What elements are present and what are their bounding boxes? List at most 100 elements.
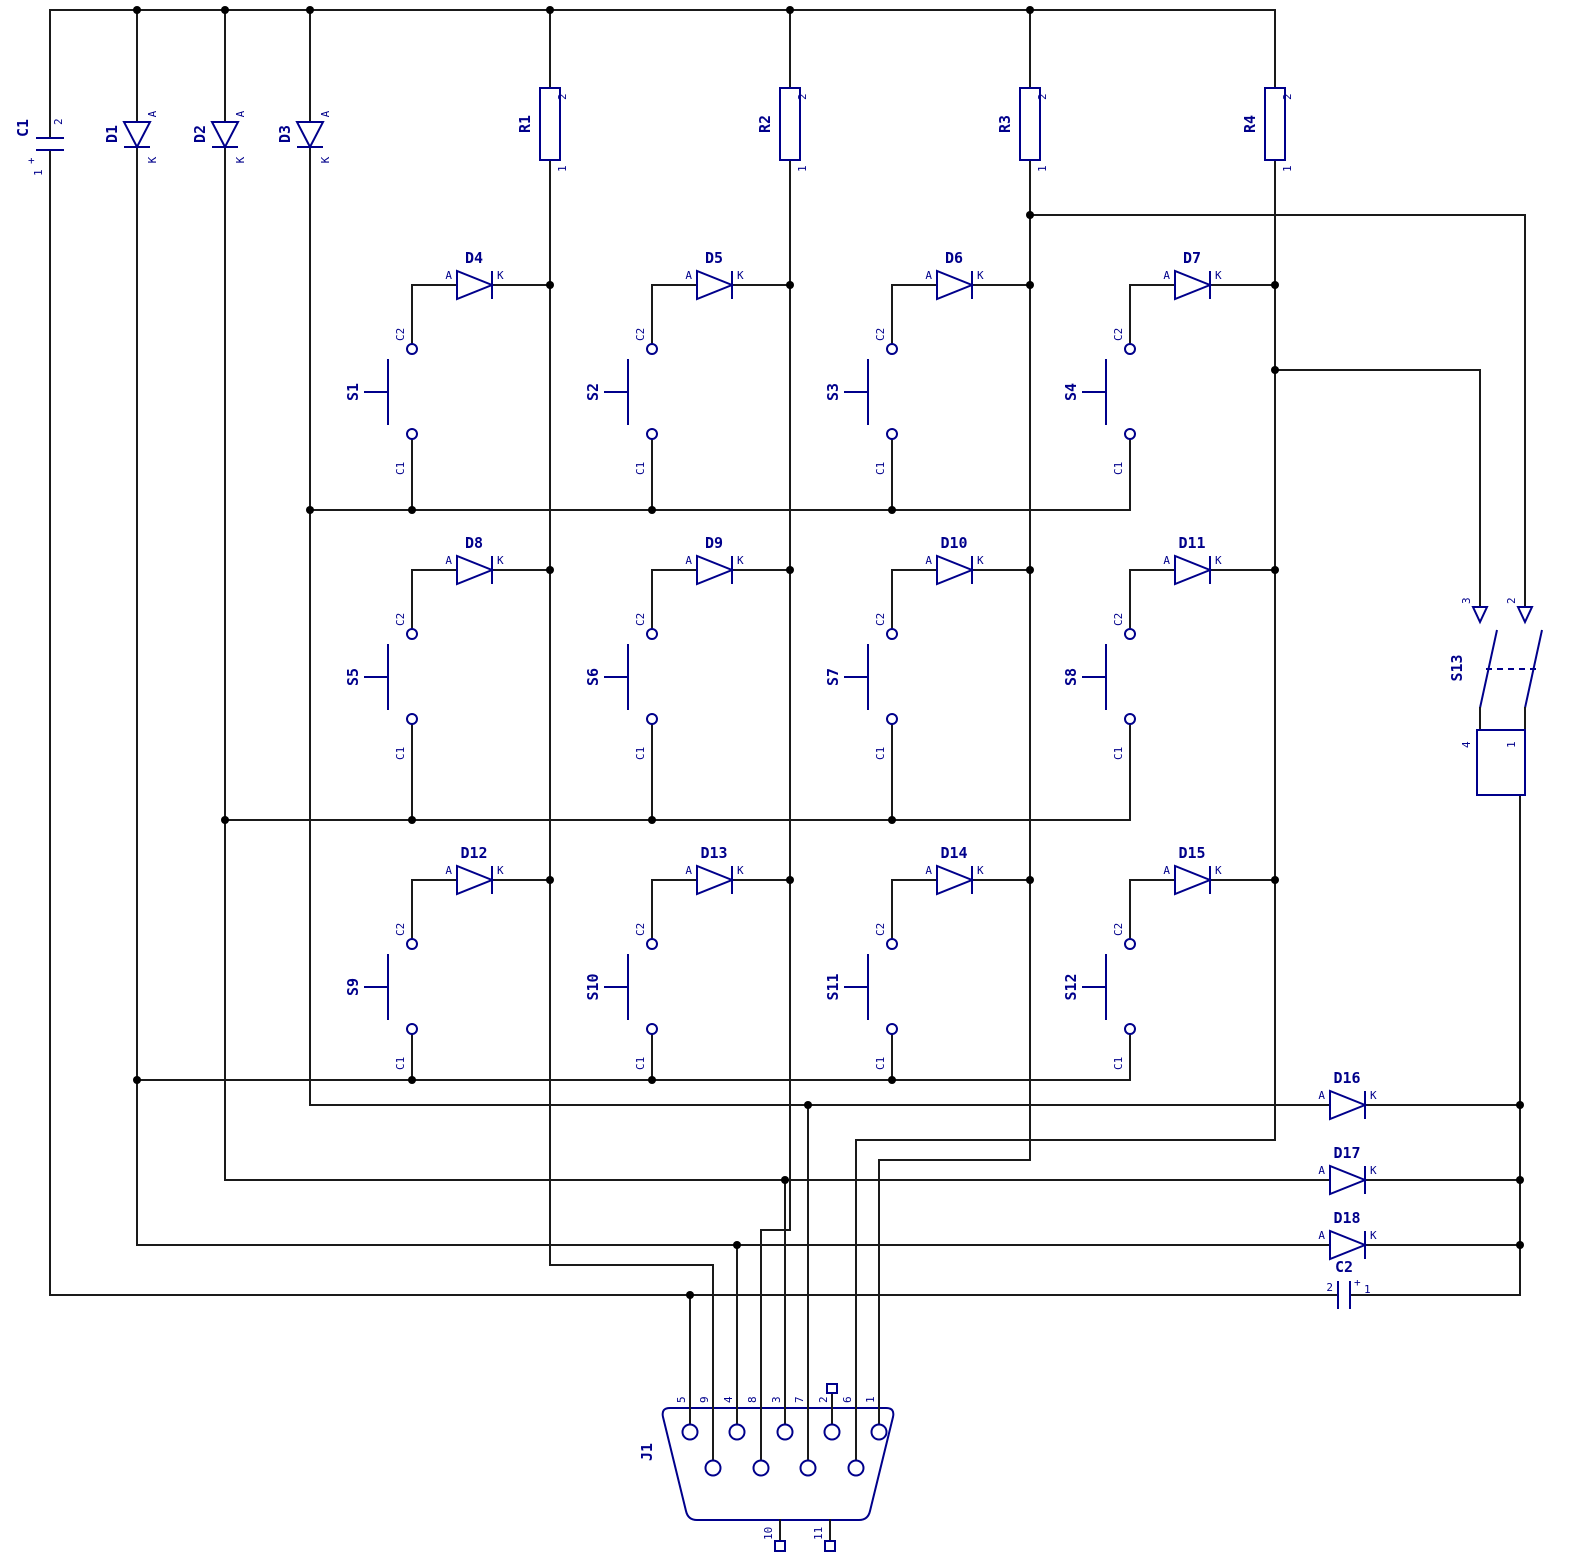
diode-triangle xyxy=(696,554,735,586)
wire-row3-net xyxy=(136,146,1331,1246)
switch-label: S8 xyxy=(1062,668,1080,686)
diode-triangle xyxy=(456,269,495,301)
contact-c1-circle xyxy=(886,713,898,725)
junction-dot xyxy=(408,816,416,824)
cathode-label: K xyxy=(977,554,984,567)
contact-c2-label: C2 xyxy=(874,613,887,626)
junction-dot xyxy=(546,566,554,574)
junction-dot xyxy=(648,506,656,514)
resistor-pin2-label: 2 xyxy=(1281,93,1294,100)
anode-label: A xyxy=(1318,1164,1325,1177)
junction-dot xyxy=(408,506,416,514)
contact-c2-circle xyxy=(406,343,418,355)
contact-c1-label: C1 xyxy=(874,747,887,760)
junction-dot xyxy=(733,1241,741,1249)
junction-dot xyxy=(546,6,554,14)
contact-c1-circle xyxy=(406,428,418,440)
cathode-label: K xyxy=(737,554,744,567)
s13-contact-arrow-right xyxy=(1516,606,1534,625)
contact-c1-circle xyxy=(646,713,658,725)
pin-number-label: 10 xyxy=(762,1527,775,1540)
diode-label: D3 xyxy=(276,125,294,143)
anode-label: A xyxy=(234,110,247,117)
diode-triangle xyxy=(696,269,735,301)
resistor-pin1-label: 1 xyxy=(796,165,809,172)
pin-hole xyxy=(776,1423,794,1441)
cell-wires xyxy=(891,284,1031,511)
resistor-label: R1 xyxy=(516,115,534,133)
contact-c1-circle xyxy=(1124,713,1136,725)
junction-dot xyxy=(786,566,794,574)
pin-number-label: 8 xyxy=(746,1396,759,1403)
s13-pin3-label: 3 xyxy=(1460,597,1473,604)
pin-hole xyxy=(870,1423,888,1441)
cathode-label: K xyxy=(1215,864,1222,877)
contact-c1-circle xyxy=(886,428,898,440)
contact-c2-circle xyxy=(646,628,658,640)
contact-c2-label: C2 xyxy=(1112,613,1125,626)
cell-wires xyxy=(651,879,791,1081)
stub-terminal xyxy=(774,1540,786,1552)
resistor-pin1-label: 1 xyxy=(556,165,569,172)
cathode-label: K xyxy=(737,864,744,877)
cell-wires xyxy=(411,569,551,821)
pin-hole xyxy=(752,1459,770,1477)
cathode-label: K xyxy=(1215,269,1222,282)
c1-pin2-label: 2 xyxy=(52,118,65,125)
diode-triangle xyxy=(1174,864,1213,896)
c1-polarity-mark: + xyxy=(28,154,35,167)
resistor-pin1-label: 1 xyxy=(1036,165,1049,172)
contact-c2-label: C2 xyxy=(634,923,647,936)
s13-body xyxy=(1476,729,1526,796)
anode-label: A xyxy=(925,269,932,282)
junction-dot xyxy=(804,1101,812,1109)
junction-dot xyxy=(786,6,794,14)
pin-hole xyxy=(728,1423,746,1441)
s13-pin2-label: 2 xyxy=(1505,597,1518,604)
anode-label: A xyxy=(1318,1229,1325,1242)
diode-triangle xyxy=(210,121,240,150)
resistor-pin2-label: 2 xyxy=(1036,93,1049,100)
resistor-label: R2 xyxy=(756,115,774,133)
diode-triangle xyxy=(696,864,735,896)
junction-dot xyxy=(306,506,314,514)
junction-dot xyxy=(1516,1176,1524,1184)
diode-triangle xyxy=(1329,1089,1368,1121)
junction-dot xyxy=(221,6,229,14)
cathode-label: K xyxy=(497,554,504,567)
junction-dot xyxy=(1271,876,1279,884)
contact-c2-label: C2 xyxy=(634,613,647,626)
resistor-pin2-label: 2 xyxy=(796,93,809,100)
connector-label: J1 xyxy=(638,1443,656,1461)
junction-dot xyxy=(1026,566,1034,574)
diode-label: D9 xyxy=(705,534,723,552)
cathode-label: K xyxy=(1370,1089,1377,1102)
diode-label: D5 xyxy=(705,249,723,267)
anode-label: A xyxy=(925,554,932,567)
anode-label: A xyxy=(685,554,692,567)
resistor-label: R3 xyxy=(996,115,1014,133)
capacitor-C1: C1 2 1 + xyxy=(14,118,65,176)
switch-label: S7 xyxy=(824,668,842,686)
capacitor-C2: C2 2 + 1 xyxy=(1326,1258,1371,1309)
wires-layer xyxy=(49,9,1526,1296)
switch-label: S4 xyxy=(1062,383,1080,401)
switch-label: S9 xyxy=(344,978,362,996)
junction-dot xyxy=(1271,366,1279,374)
diode-triangle xyxy=(1329,1164,1368,1196)
contact-c1-label: C1 xyxy=(1112,747,1125,760)
resistor-body xyxy=(1019,87,1041,161)
diode-label: D14 xyxy=(940,844,967,862)
contact-c2-label: C2 xyxy=(1112,328,1125,341)
contact-c1-circle xyxy=(886,1023,898,1035)
anode-label: A xyxy=(925,864,932,877)
